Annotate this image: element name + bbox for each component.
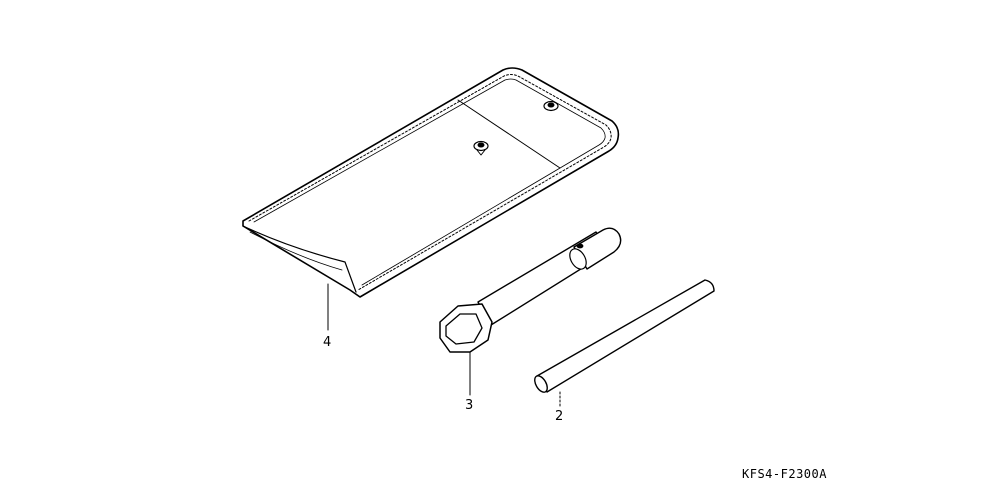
socket-wrench [439,227,622,396]
socket-wrench-hex-opening [445,313,483,345]
tool-bag-stitching-inner [253,78,606,286]
tool-bag-front-edge [242,225,357,293]
tommy-bar-end [534,375,548,393]
tool-bag-fold-line [457,99,561,169]
tool-bag-stitching [248,74,612,291]
tool-bag [242,67,620,331]
callout-label-4: 4 [323,335,332,350]
tool-bag-outline [242,67,620,298]
tommy-bar [534,279,715,409]
callout-label-3: 3 [465,398,474,413]
snap-button-icon [473,140,489,156]
callout-label-2: 2 [555,409,564,424]
drawing-code: KFS4-F2300A [742,467,827,481]
snap-button-icon [543,100,559,112]
tommy-bar-body [536,279,715,393]
tool-bag-inner-edge [249,231,343,271]
